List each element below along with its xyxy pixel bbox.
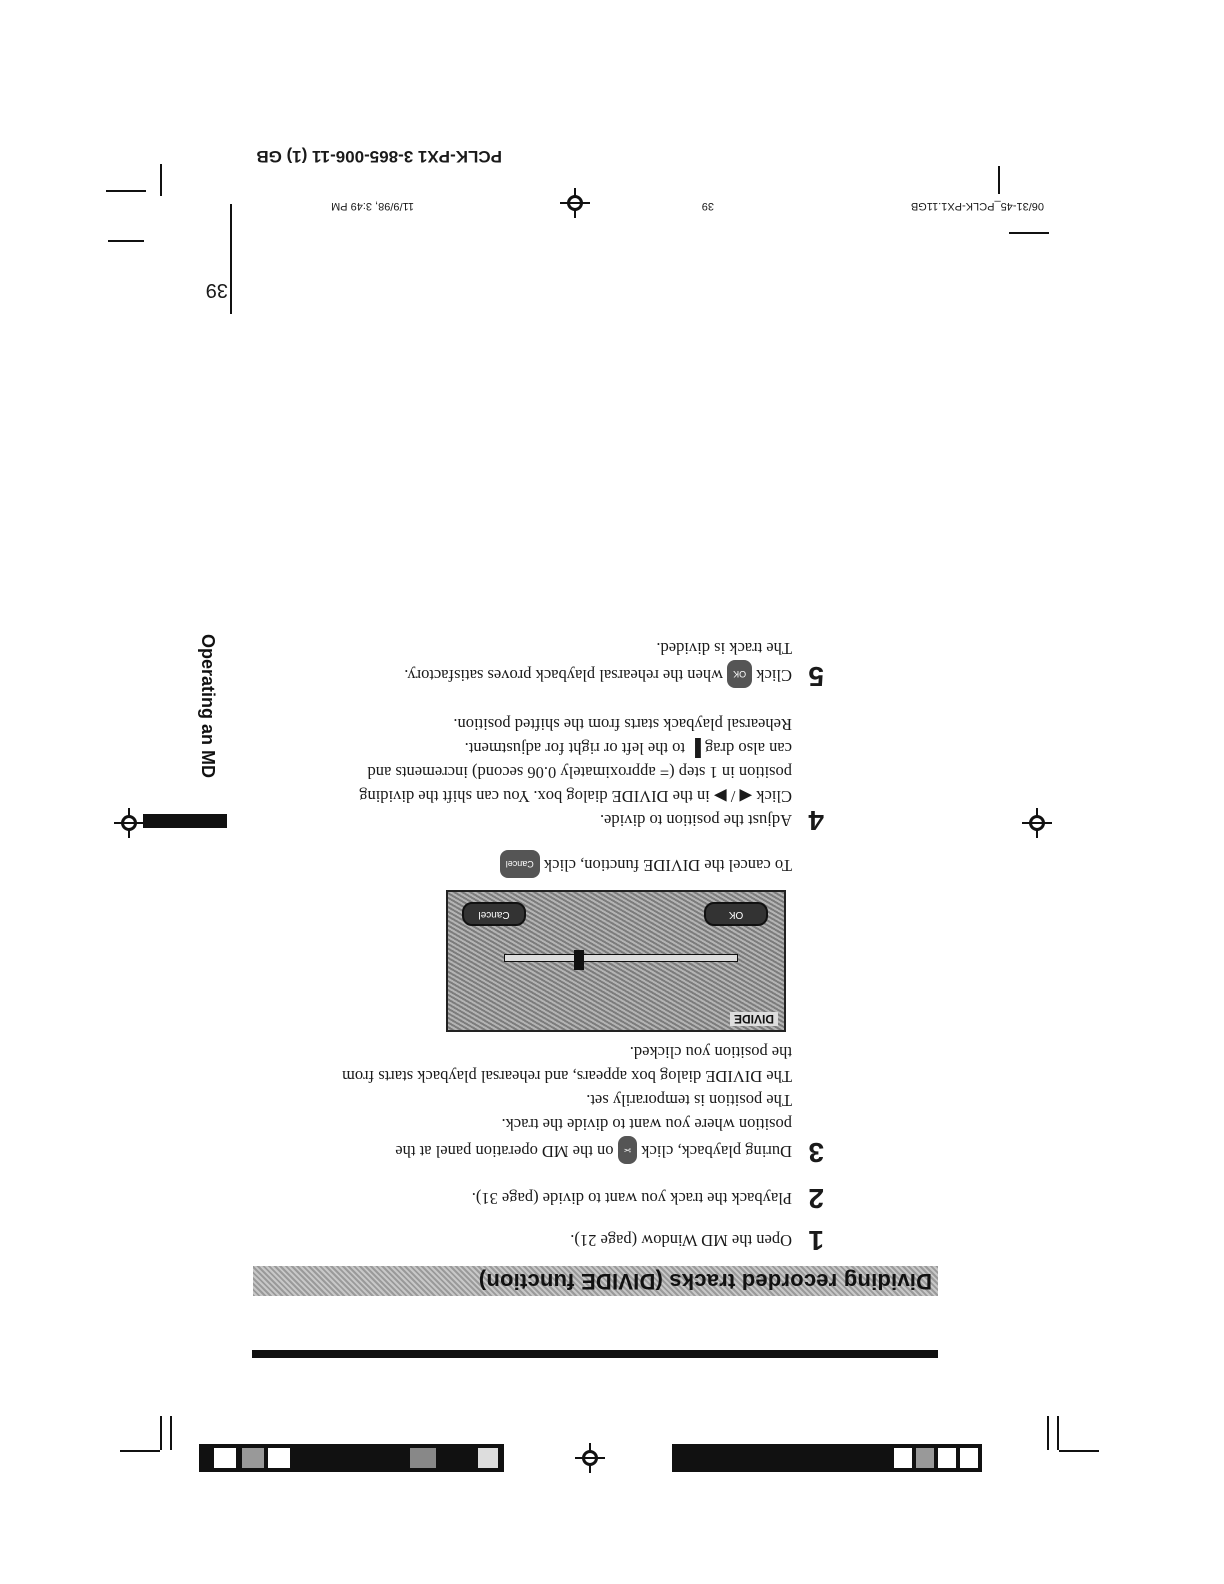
step-line: position in 1 step (= approximately 0.06… bbox=[367, 763, 792, 782]
slug-page-ref: 39 bbox=[701, 200, 714, 212]
slug-timestamp: 11/9/98, 3:49 PM bbox=[331, 200, 414, 212]
crop-mark bbox=[1059, 1450, 1099, 1452]
section-title-band: Dividing recorded tracks (DIVIDE functio… bbox=[253, 1266, 938, 1296]
ok-button-icon: OK bbox=[727, 660, 753, 688]
crop-mark bbox=[1009, 232, 1049, 234]
side-tab-label: Operating an MD bbox=[198, 634, 218, 779]
crop-mark bbox=[160, 164, 162, 196]
color-bar-right bbox=[199, 1444, 504, 1472]
step-line: Click bbox=[756, 666, 792, 686]
color-bar-left bbox=[672, 1444, 982, 1472]
crop-mark bbox=[106, 190, 146, 192]
step-line: position where you want to divide the tr… bbox=[501, 1115, 792, 1134]
step-3-text: During playback, click ✂ on the MD opera… bbox=[342, 1040, 792, 1164]
step-number: 5 bbox=[808, 661, 824, 692]
step-line: can also drag ▌ to the left or right for… bbox=[464, 739, 792, 758]
step-number: 3 bbox=[808, 1137, 824, 1168]
page-number-rule bbox=[230, 204, 232, 314]
step-5-text: Click OK when the rehearsal playback pro… bbox=[404, 636, 792, 688]
registration-mark bbox=[575, 1443, 605, 1473]
step-number: 4 bbox=[808, 805, 824, 836]
model-code: PCLK-PX1 3-865-006-11 (1) GB bbox=[256, 147, 502, 166]
slug-file-name: 06/31-45_PCLK-PX1.11GB bbox=[910, 200, 1044, 212]
crop-mark bbox=[998, 166, 1000, 194]
cancel-note-text: To cancel the DIVIDE function, click bbox=[543, 856, 792, 876]
step-1-text: Open the MD Window (page 21). bbox=[570, 1228, 792, 1252]
crop-mark bbox=[1047, 1416, 1049, 1450]
crop-mark bbox=[120, 1450, 160, 1452]
dialog-cancel-button: Cancel bbox=[462, 902, 526, 926]
crop-mark bbox=[170, 1416, 172, 1450]
step-number: 2 bbox=[808, 1183, 824, 1214]
dialog-title: DIVIDE bbox=[729, 1012, 778, 1026]
registration-mark bbox=[1022, 808, 1052, 838]
dialog-ok-button: OK bbox=[704, 902, 768, 926]
position-slider bbox=[504, 954, 738, 962]
step-line: Playback the track you want to divide (p… bbox=[471, 1189, 792, 1208]
section-title: Dividing recorded tracks (DIVIDE functio… bbox=[478, 1269, 932, 1294]
cancel-button-icon: Cancel bbox=[499, 850, 540, 878]
divide-button-icon: ✂ bbox=[617, 1136, 638, 1164]
step-line: The track is divided. bbox=[656, 639, 792, 658]
step-2-text: Playback the track you want to divide (p… bbox=[472, 1186, 792, 1210]
step-line: when the rehearsal playback proves satis… bbox=[404, 666, 723, 686]
step-line: Open the MD Window (page 21). bbox=[570, 1231, 792, 1250]
step-line: Rehearsal playback starts from the shift… bbox=[453, 715, 792, 734]
divide-dialog: DIVIDE OK Cancel bbox=[446, 890, 786, 1032]
registration-mark bbox=[560, 188, 590, 218]
step-number: 1 bbox=[808, 1225, 824, 1256]
step-line: Click ◀ / ▶ in the DIVIDE dialog box. Yo… bbox=[359, 787, 792, 806]
step-line: The DIVIDE dialog box appears, and rehea… bbox=[342, 1067, 792, 1086]
step-line: During playback, click bbox=[641, 1142, 792, 1162]
step-line: Adjust the position to divide. bbox=[599, 811, 792, 830]
step-line: The position is temporarily set. bbox=[586, 1091, 792, 1110]
cancel-note: To cancel the DIVIDE function, click Can… bbox=[499, 850, 792, 878]
crop-mark bbox=[108, 240, 144, 242]
step-line: the position you clicked. bbox=[629, 1043, 792, 1062]
crop-mark bbox=[160, 1416, 162, 1450]
page-number: 39 bbox=[205, 279, 228, 301]
crop-mark bbox=[1057, 1416, 1059, 1450]
registration-mark bbox=[114, 808, 144, 838]
step-line: on the MD operation panel at the bbox=[395, 1142, 614, 1162]
rule-line bbox=[252, 1350, 938, 1358]
step-4-text: Adjust the position to divide. Click ◀ /… bbox=[359, 712, 792, 832]
slider-thumb bbox=[574, 950, 584, 970]
